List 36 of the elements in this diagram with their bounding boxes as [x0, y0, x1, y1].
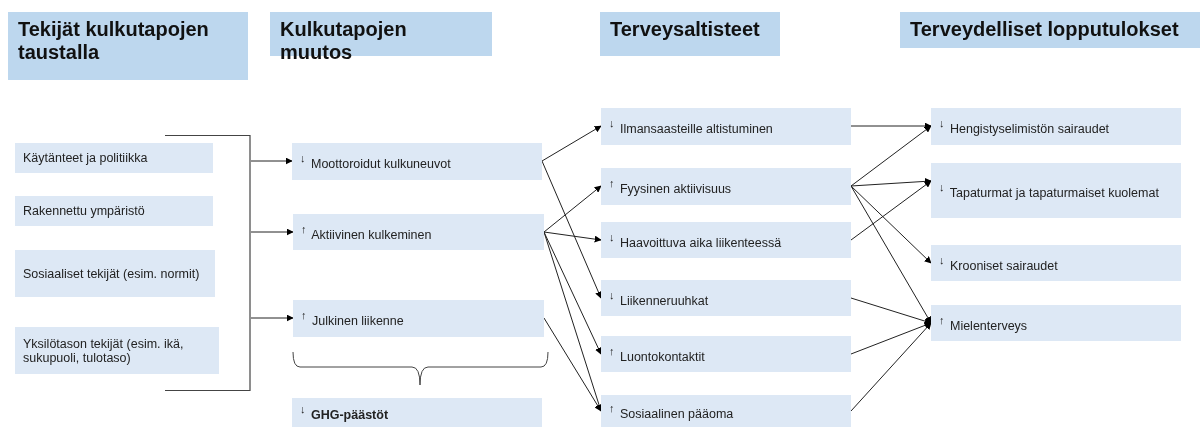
arrow — [250, 228, 294, 236]
factor-box: Sosiaaliset tekijät (esim. normit) — [15, 250, 215, 297]
arrow — [543, 317, 602, 412]
factor-box: Käytänteet ja politiikka — [15, 143, 213, 173]
column-heading: Terveysaltisteet — [600, 12, 780, 56]
arrow — [541, 125, 602, 162]
arrow — [850, 322, 932, 412]
arrow — [850, 297, 932, 325]
factor-box: $^{↑}$ Fyysinen aktiivisuus — [601, 168, 851, 205]
factor-box: $^{↑}$ Aktiivinen kulkeminen — [293, 214, 544, 250]
arrow — [250, 157, 293, 165]
arrow — [850, 125, 932, 187]
factor-box: $^{↓}$ GHG-päästöt — [292, 398, 542, 427]
arrow — [850, 122, 932, 130]
factor-box: Rakennettu ympäristö — [15, 196, 213, 226]
arrow — [250, 314, 294, 322]
arrow — [850, 322, 932, 355]
factor-box: Yksilötason tekijät (esim. ikä, sukupuoli, tulotaso) — [15, 327, 219, 374]
factor-box: $^{↓}$ Tapaturmat ja tapaturmaiset kuolemat — [931, 163, 1181, 218]
arrow — [850, 177, 932, 187]
factor-box: $^{↓}$ Moottoroidut kulkuneuvot — [292, 143, 542, 180]
factor-box: $^{↑}$ Julkinen liikenne — [293, 300, 544, 337]
arrow — [543, 231, 602, 243]
factor-box: $^{↓}$ Haavoittuva aika liikenteessä — [601, 222, 851, 258]
factor-box: $^{↓}$ Krooniset sairaudet — [931, 245, 1181, 281]
arrow — [850, 185, 932, 264]
arrow — [543, 185, 602, 233]
factor-box: $^{↑}$ Mielenterveys — [931, 305, 1181, 341]
factor-box: $^{↓}$ Liikenneruuhkat — [601, 280, 851, 316]
factor-box: $^{↑}$ Luontokontaktit — [601, 336, 851, 372]
arrow — [850, 180, 932, 241]
factor-box: $^{↓}$ Hengistyselimistön sairaudet — [931, 108, 1181, 145]
column-heading: Tekijät kulkutapojen taustalla — [8, 12, 248, 80]
column-heading: Terveydelliset lopputulokset — [900, 12, 1200, 48]
factor-box: $^{↑}$ Sosiaalinen pääoma — [601, 395, 851, 427]
factor-box: $^{↓}$ Ilmansaasteille altistuminen — [601, 108, 851, 145]
